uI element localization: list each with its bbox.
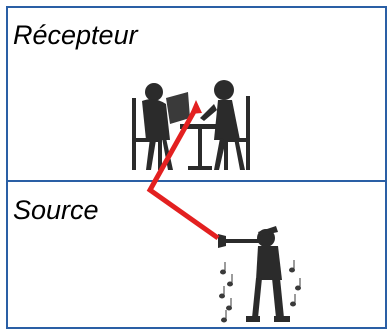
couple-at-table-icon: [132, 80, 250, 170]
